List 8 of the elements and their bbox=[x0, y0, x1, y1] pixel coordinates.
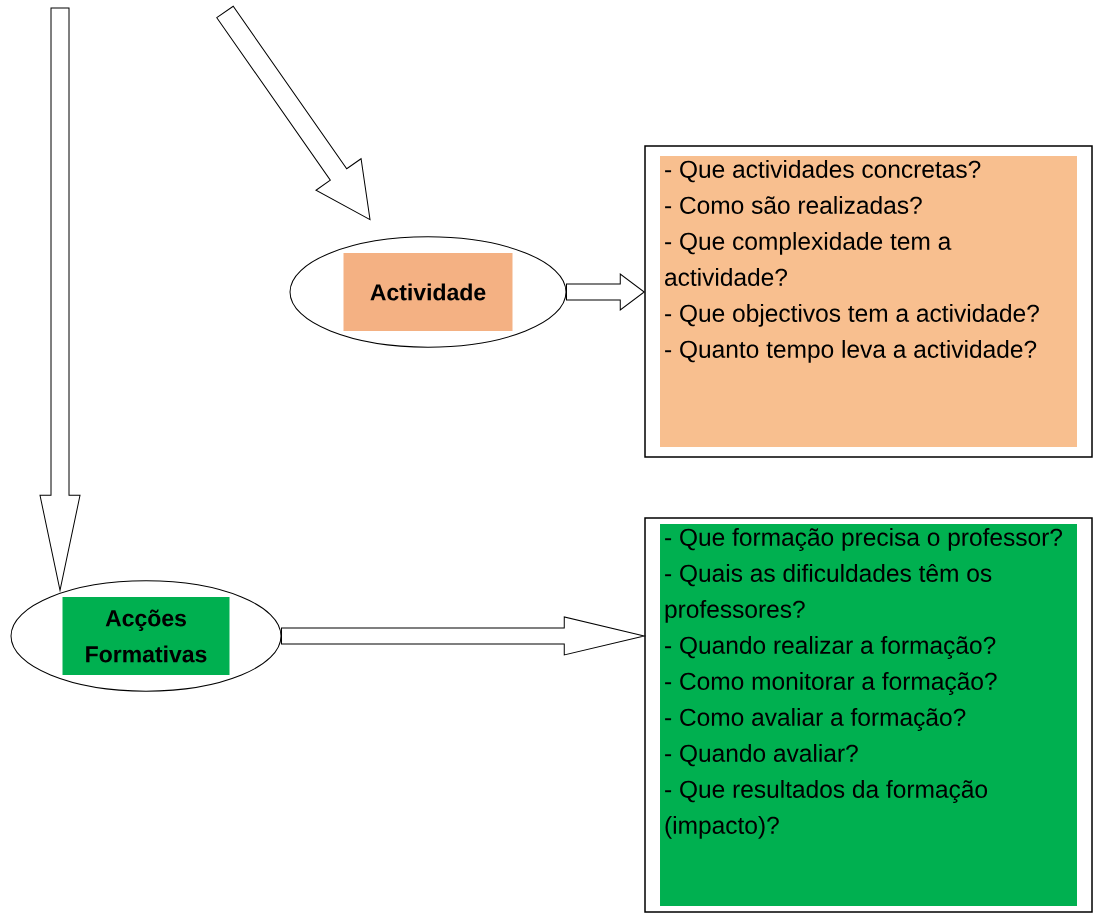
question-box: - Que formação precisa o professor? - Quais as dificuldades têm os professores? - Quando realizar a formação? - Como monitorar a formação? - Como avaliar a formação? - Quando avaliar? - Que resultados da formação (impacto)? bbox=[644, 517, 1093, 913]
block-arrow bbox=[566, 273, 645, 311]
block-arrow bbox=[281, 616, 645, 656]
block-arrow bbox=[39, 7, 81, 591]
ellipse-node: Acções Formativas bbox=[10, 580, 282, 692]
ellipse-node: Actividade bbox=[289, 236, 567, 348]
block-arrow bbox=[216, 5, 371, 221]
question-box: - Que actividades concretas? - Como são realizadas? - Que complexidade tem a actividade? - Que objectivos tem a actividade? - Quanto tempo leva a actividade? bbox=[644, 145, 1093, 458]
